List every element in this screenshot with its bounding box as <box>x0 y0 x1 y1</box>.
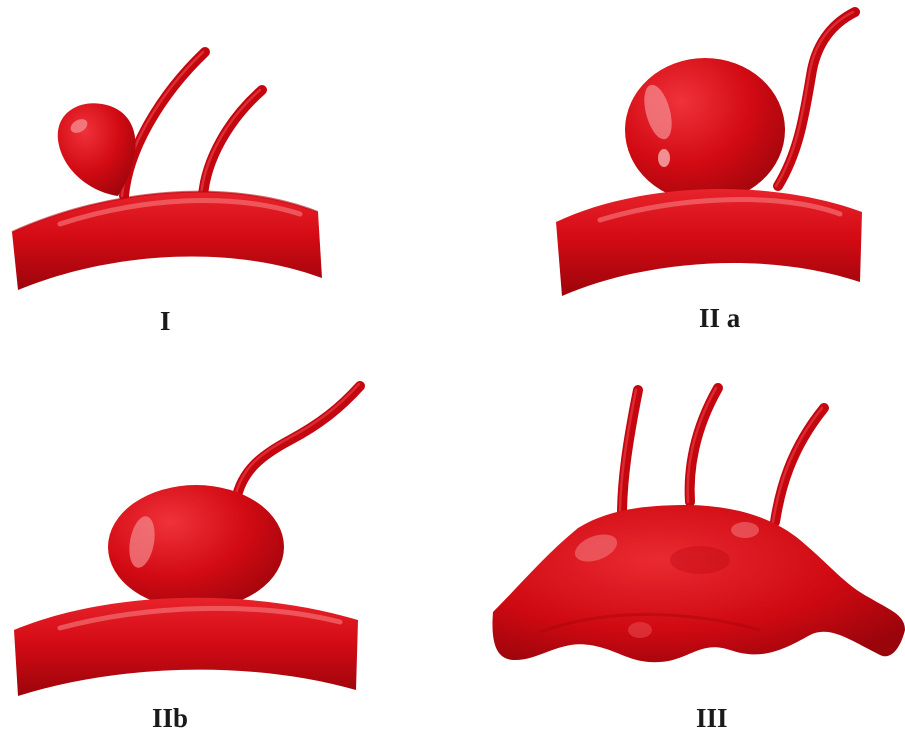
type-label: IIb <box>152 705 188 732</box>
branch-vessel <box>124 52 205 196</box>
type-label: III <box>696 705 728 732</box>
branch-vessel <box>203 90 262 196</box>
type-label: II a <box>699 305 740 332</box>
aneurysm-sac <box>58 103 136 196</box>
parent-vessel <box>14 598 358 696</box>
type-label: I <box>160 308 171 335</box>
panel-type-2a <box>556 12 862 296</box>
panel-type-1 <box>12 52 322 290</box>
branch-vessel <box>775 408 824 522</box>
panel-type-2b <box>14 384 360 696</box>
fusiform-dilation <box>492 505 905 662</box>
panel-type-3 <box>492 388 905 662</box>
aneurysm-sac <box>625 58 785 202</box>
